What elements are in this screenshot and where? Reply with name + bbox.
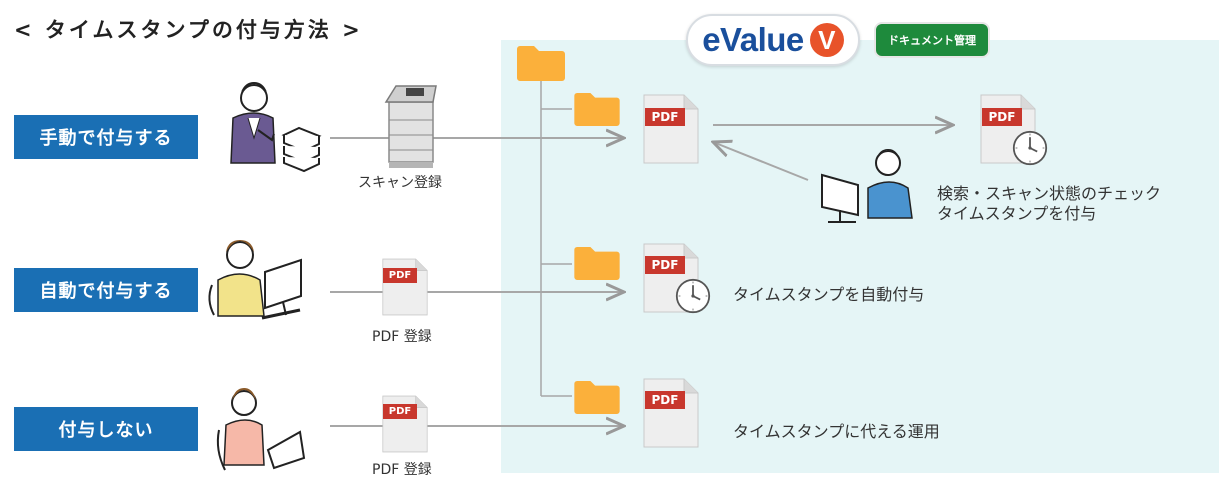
- folder-icon: [574, 92, 620, 126]
- evalue-system-panel: [501, 40, 1219, 473]
- person-icon: [216, 388, 265, 471]
- logo-v-mark: V: [809, 23, 844, 57]
- clock-icon: [675, 278, 711, 314]
- scanner-icon: [384, 85, 437, 168]
- person-icon: [208, 240, 265, 317]
- root-folder-icon: [517, 46, 565, 81]
- pdf-tag: PDF: [645, 256, 685, 274]
- method-none: 付与しない: [14, 407, 198, 451]
- pdf-tag: PDF: [645, 391, 685, 409]
- pdf-tag: PDF: [645, 108, 685, 126]
- scan-registration-label: スキャン登録: [358, 175, 442, 191]
- auto-description: タイムスタンプを自動付与: [733, 285, 925, 304]
- pdf-tag: PDF: [383, 268, 417, 283]
- computer-icon: [821, 173, 859, 223]
- method-auto: 自動で付与する: [14, 268, 198, 312]
- pdf-tag: PDF: [982, 108, 1022, 126]
- pdf-registration-label: PDF 登録: [372, 329, 432, 345]
- computer-icon: [261, 258, 302, 320]
- folder-icon: [574, 380, 620, 414]
- document-management-badge: ドキュメント管理: [874, 22, 990, 58]
- evalue-logo: eValue V: [686, 14, 860, 66]
- check-description-line2: タイムスタンプを付与: [937, 204, 1097, 223]
- flow-arrows: [330, 125, 953, 426]
- pdf-tag: PDF: [383, 404, 417, 419]
- pdf-registration-label: PDF 登録: [372, 462, 432, 478]
- clock-icon: [1012, 130, 1048, 166]
- computer-icon: [266, 430, 306, 470]
- pdf-file-icon: [643, 378, 699, 448]
- person-icon: [867, 149, 913, 219]
- person-icon: [230, 82, 276, 164]
- none-description: タイムスタンプに代える運用: [733, 422, 940, 441]
- pdf-file-icon: [643, 94, 699, 164]
- folder-tree-lines: [540, 78, 572, 397]
- folder-icon: [574, 246, 620, 280]
- page-title: < タイムスタンプの付与方法 >: [14, 18, 363, 42]
- logo-text: eValue: [702, 21, 804, 58]
- check-description-line1: 検索・スキャン状態のチェック: [937, 184, 1162, 203]
- document-stack-icon: [281, 126, 322, 173]
- method-manual: 手動で付与する: [14, 115, 198, 159]
